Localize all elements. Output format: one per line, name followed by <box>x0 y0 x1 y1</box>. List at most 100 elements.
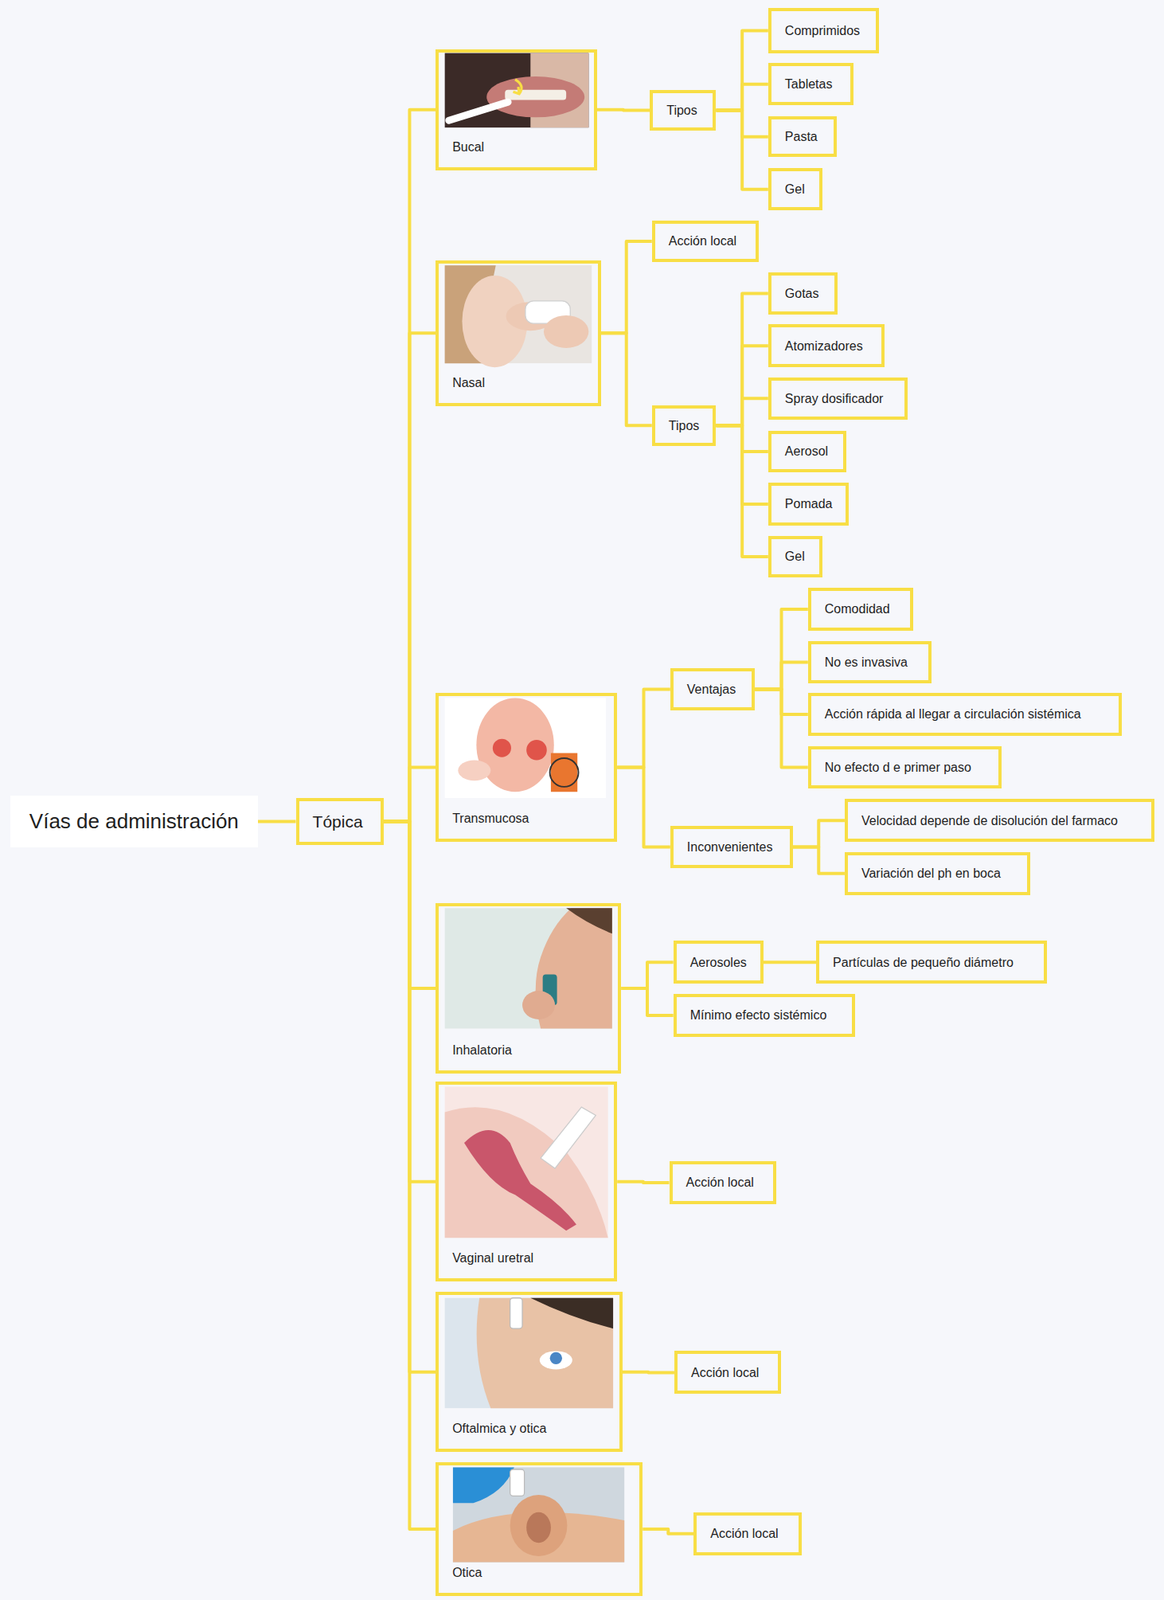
connector <box>715 345 768 426</box>
connector <box>383 109 436 822</box>
node-label: Tipos <box>666 102 698 118</box>
topic-box: Gel <box>768 167 823 211</box>
node-label: Gel <box>785 181 805 197</box>
hair <box>530 1297 614 1329</box>
node-label: No efecto d e primer paso <box>824 759 972 775</box>
topic-box: Velocidad depende de disolución del farm… <box>844 798 1156 842</box>
topic-box: Comprimidos <box>768 7 880 53</box>
topic-box: Aerosoles <box>673 940 764 984</box>
connector <box>617 1181 669 1183</box>
connector <box>617 767 671 848</box>
topic-box: Gel <box>768 535 823 579</box>
node-label: Variación del ph en boca <box>861 865 1001 881</box>
applicator <box>540 1106 596 1168</box>
image-box: Otica <box>435 1461 643 1596</box>
topic-box: Pomada <box>768 482 850 526</box>
topic-box: Ventajas <box>670 667 755 711</box>
connector <box>754 689 809 768</box>
node-label: Partículas de pequeño diámetro <box>832 954 1014 970</box>
topic-box: Tipos <box>652 405 717 446</box>
node-label: Pomada <box>785 496 833 512</box>
node-label: No es invasiva <box>824 654 908 670</box>
node-label: Tópica <box>312 811 364 832</box>
topic-box: Spray dosificador <box>768 377 909 420</box>
dropper <box>510 1297 523 1329</box>
node-label: Transmucosa <box>452 810 529 826</box>
topic-box: Atomizadores <box>768 324 885 368</box>
node-label: Velocidad depende de disolución del farm… <box>861 812 1118 829</box>
connector <box>792 847 845 874</box>
node-label: Inhalatoria <box>452 1042 512 1058</box>
face <box>476 697 554 792</box>
node-label: Inconvenientes <box>687 839 774 855</box>
topic-box: No es invasiva <box>808 640 932 684</box>
connector <box>383 332 436 821</box>
connector <box>763 960 817 964</box>
image-box: Bucal <box>435 49 597 171</box>
transmucosa-drawing <box>445 697 606 798</box>
topic-box: Tipos <box>649 89 716 131</box>
photo-ground <box>445 53 590 129</box>
ear-inner <box>526 1511 551 1543</box>
drawing-ground <box>445 1086 609 1239</box>
root-title: Vías de administración <box>10 795 258 847</box>
connector <box>383 767 436 822</box>
eye <box>539 1350 573 1369</box>
topic-box: Acción local <box>652 220 760 263</box>
connector <box>617 689 671 768</box>
topic-box: Gotas <box>768 272 838 315</box>
connector <box>715 84 768 111</box>
topic-box: Acción local <box>693 1511 802 1555</box>
glove <box>453 1466 515 1503</box>
topic-box: Acción local <box>669 1160 778 1204</box>
connector <box>715 292 768 426</box>
photo-ground <box>453 1466 625 1562</box>
node-label: Comodidad <box>824 601 891 617</box>
connector <box>597 108 651 113</box>
image-box: Nasal <box>435 260 602 407</box>
connector <box>715 30 768 110</box>
connector <box>792 820 845 847</box>
node-label: Acción local <box>686 1174 754 1190</box>
connector <box>715 398 768 426</box>
image-box: Oftalmica y otica <box>435 1291 622 1452</box>
body <box>445 1106 609 1238</box>
connector <box>642 1528 694 1534</box>
connector <box>622 1370 675 1375</box>
inset-circle <box>550 757 579 787</box>
face <box>476 1297 614 1408</box>
node-label: Nasal <box>452 374 485 391</box>
nasal-photo <box>445 265 593 368</box>
topic-box: Mínimo efecto sistémico <box>673 993 856 1037</box>
swab <box>449 101 508 121</box>
ear-photo <box>453 1466 625 1562</box>
node-label: Mínimo efecto sistémico <box>690 1007 828 1023</box>
topic-box: No efecto d e primer paso <box>808 746 1002 790</box>
node-label: Gotas <box>785 285 820 301</box>
drawing-ground <box>445 697 606 798</box>
topic-box: Partículas de pequeño diámetro <box>816 940 1047 984</box>
arrow-icon <box>513 79 523 94</box>
hand <box>543 315 589 348</box>
vaginal-drawing <box>445 1086 609 1239</box>
image-box: Inhalatoria <box>435 902 622 1074</box>
mouth-photo <box>445 53 590 129</box>
node-label: Acción local <box>710 1525 778 1541</box>
iris <box>550 1351 563 1364</box>
node-label: Acción local <box>691 1364 759 1380</box>
node-label: Aerosoles <box>690 954 747 970</box>
connector <box>601 332 653 426</box>
node-label: Spray dosificador <box>785 390 884 407</box>
topic-box: Inconvenientes <box>670 825 793 869</box>
connector <box>754 609 809 690</box>
photo-ground <box>445 907 613 1028</box>
connector <box>715 109 768 189</box>
topic-box: Comodidad <box>808 587 914 631</box>
connector <box>715 425 768 557</box>
topic-box: Pasta <box>768 116 837 157</box>
topic-box: Variación del ph en boca <box>844 851 1031 895</box>
dropper <box>510 1468 525 1496</box>
ear <box>510 1494 568 1556</box>
node-label: Oftalmica y otica <box>452 1420 547 1436</box>
